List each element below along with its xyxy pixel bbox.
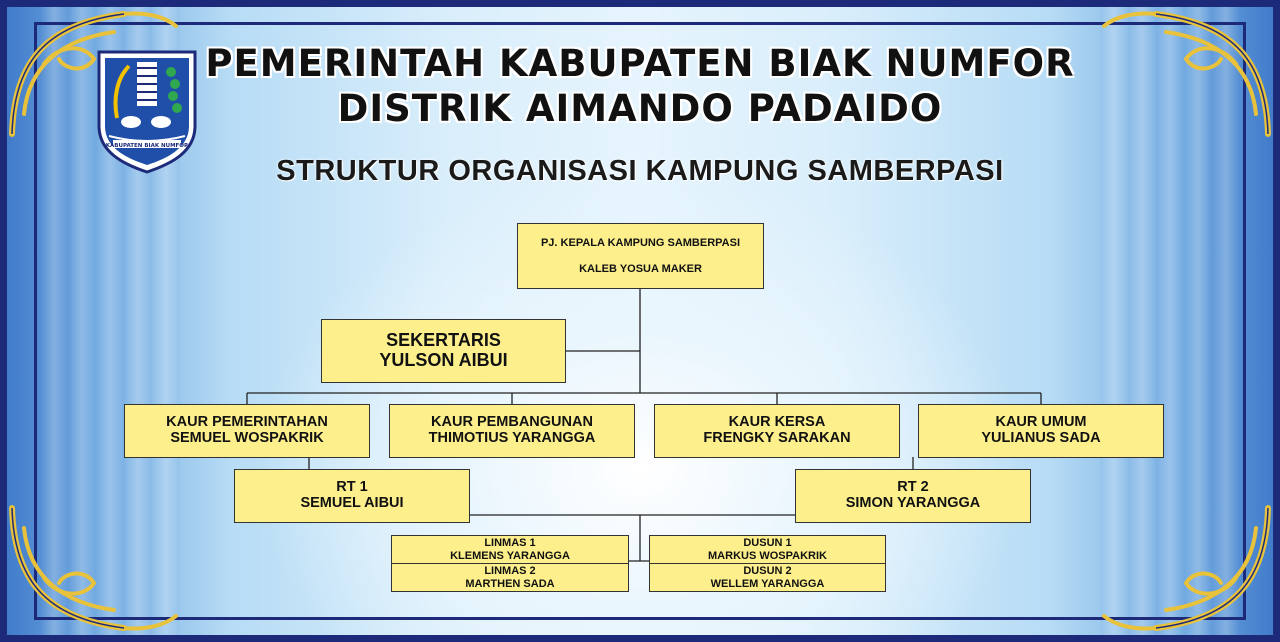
org-node-rt-1: RT 1 SEMUEL AIBUI [234, 469, 470, 523]
org-node-head: PJ. KEPALA KAMPUNG SAMBERPASI KALEB YOSU… [517, 223, 764, 289]
node-name: YULSON AIBUI [379, 350, 508, 370]
node-name: SEMUEL WOSPAKRIK [170, 430, 324, 446]
node-role: KAUR PEMBANGUNAN [431, 414, 593, 431]
corner-ornament-top-left-icon [9, 11, 178, 137]
node-role: SEKERTARIS [386, 330, 501, 351]
inner-frame [34, 22, 1246, 620]
page-title-line-2: DISTRIK AIMANDO PADAIDO [337, 87, 943, 130]
node-role: RT 2 [897, 479, 929, 496]
logo-caption: KABUPATEN BIAK NUMFOR [106, 143, 189, 149]
corner-ornament-top-right-icon [1102, 11, 1271, 137]
org-node-kaur-pemerintahan: KAUR PEMERINTAHAN SEMUEL WOSPAKRIK [124, 404, 370, 458]
node-role: LINMAS 1 [484, 537, 536, 550]
node-name: MARTHEN SADA [465, 577, 555, 590]
node-role: KAUR PEMERINTAHAN [166, 414, 328, 431]
org-node-linmas-2: LINMAS 2 MARTHEN SADA [391, 563, 629, 592]
org-node-kaur-kersa: KAUR KERSA FRENGKY SARAKAN [654, 404, 900, 458]
node-role: RT 1 [336, 479, 368, 496]
right-curtain-decoration [1100, 0, 1240, 642]
regency-coat-of-arms-icon: KABUPATEN BIAK NUMFOR [97, 50, 197, 174]
node-role: LINMAS 2 [484, 565, 536, 578]
org-node-dusun-1: DUSUN 1 MARKUS WOSPAKRIK [649, 535, 886, 564]
corner-ornament-bottom-left-icon [9, 505, 178, 631]
node-name: MARKUS WOSPAKRIK [708, 549, 827, 562]
node-name: YULIANUS SADA [981, 430, 1101, 446]
org-node-secretary: SEKERTARIS YULSON AIBUI [321, 319, 566, 383]
node-name: THIMOTIUS YARANGGA [428, 430, 596, 446]
page-title-line-1: PEMERINTAH KABUPATEN BIAK NUMFOR [205, 42, 1075, 85]
node-role: KAUR UMUM [995, 414, 1087, 431]
node-name: KLEMENS YARANGGA [450, 549, 570, 562]
node-role: DUSUN 2 [743, 565, 792, 578]
node-name: SEMUEL AIBUI [300, 495, 404, 511]
node-name: KALEB YOSUA MAKER [579, 263, 702, 275]
node-role: PJ. KEPALA KAMPUNG SAMBERPASI [540, 236, 741, 249]
org-node-linmas-1: LINMAS 1 KLEMENS YARANGGA [391, 535, 629, 564]
org-node-kaur-pembangunan: KAUR PEMBANGUNAN THIMOTIUS YARANGGA [389, 404, 635, 458]
org-node-kaur-umum: KAUR UMUM YULIANUS SADA [918, 404, 1164, 458]
org-node-dusun-2: DUSUN 2 WELLEM YARANGGA [649, 563, 886, 592]
node-role: DUSUN 1 [743, 537, 792, 550]
page-subtitle: STRUKTUR ORGANISASI KAMPUNG SAMBERPASI [276, 155, 1004, 187]
node-name: SIMON YARANGGA [845, 495, 981, 511]
corner-ornament-bottom-right-icon [1102, 505, 1271, 631]
node-name: FRENGKY SARAKAN [703, 430, 851, 446]
node-name: WELLEM YARANGGA [710, 577, 825, 590]
org-node-rt-2: RT 2 SIMON YARANGGA [795, 469, 1031, 523]
node-role: KAUR KERSA [728, 414, 826, 431]
